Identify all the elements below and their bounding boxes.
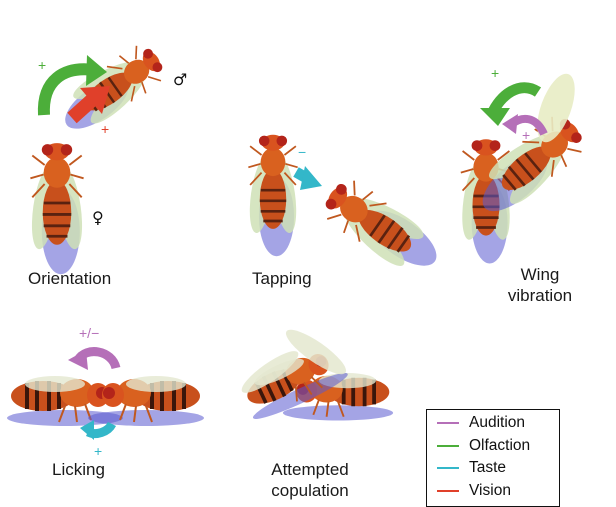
orientation-vision-sign: + — [101, 122, 109, 136]
legend-swatch-olfaction — [437, 445, 459, 447]
orientation-label: Orientation — [28, 268, 158, 289]
male-fly — [50, 36, 172, 143]
wing-vibration-label: Wing vibration — [490, 264, 590, 306]
female-symbol: ♀ — [92, 208, 104, 227]
male-fly — [88, 376, 204, 426]
orientation-panel — [28, 36, 172, 274]
wing-vibration-label-line2: vibration — [508, 286, 572, 305]
modality-legend: Audition Olfaction Taste Vision — [426, 409, 560, 507]
legend-swatch-taste — [437, 467, 459, 469]
wing-vibration-panel — [458, 69, 593, 263]
legend-item-olfaction: Olfaction — [437, 436, 530, 456]
legend-label-taste: Taste — [469, 459, 506, 477]
tapping-label: Tapping — [252, 268, 352, 289]
legend-item-audition: Audition — [437, 413, 525, 433]
licking-taste-sign: + — [94, 444, 102, 458]
legend-label-audition: Audition — [469, 414, 525, 432]
legend-label-vision: Vision — [469, 482, 511, 500]
licking-label: Licking — [52, 459, 152, 480]
legend-label-olfaction: Olfaction — [469, 437, 530, 455]
legend-swatch-audition — [437, 422, 459, 424]
audition-arrowhead — [502, 114, 518, 134]
wing-vibration-olfaction-sign: + — [491, 66, 499, 80]
attempted-copulation-label-line2: copulation — [271, 481, 349, 500]
licking-panel — [7, 350, 204, 440]
attempted-copulation-label-line1: Attempted — [271, 460, 349, 479]
attempted-copulation-label: Attempted copulation — [255, 459, 365, 501]
legend-item-taste: Taste — [437, 458, 506, 478]
wing-vibration-audition-sign: + — [522, 128, 530, 142]
female-fly — [246, 135, 301, 256]
licking-audition-sign: +/− — [79, 326, 99, 340]
attempted-copulation-panel — [237, 323, 393, 424]
male-symbol: ♂ — [173, 70, 187, 89]
taste-arrowhead — [300, 166, 322, 190]
legend-swatch-vision — [437, 490, 459, 492]
tapping-panel — [246, 135, 449, 287]
tapping-taste-sign: − — [298, 145, 306, 159]
female-fly — [28, 143, 87, 274]
orientation-olfaction-sign: + — [38, 58, 46, 72]
wing-vibration-label-line1: Wing — [521, 265, 560, 284]
legend-item-vision: Vision — [437, 481, 511, 501]
